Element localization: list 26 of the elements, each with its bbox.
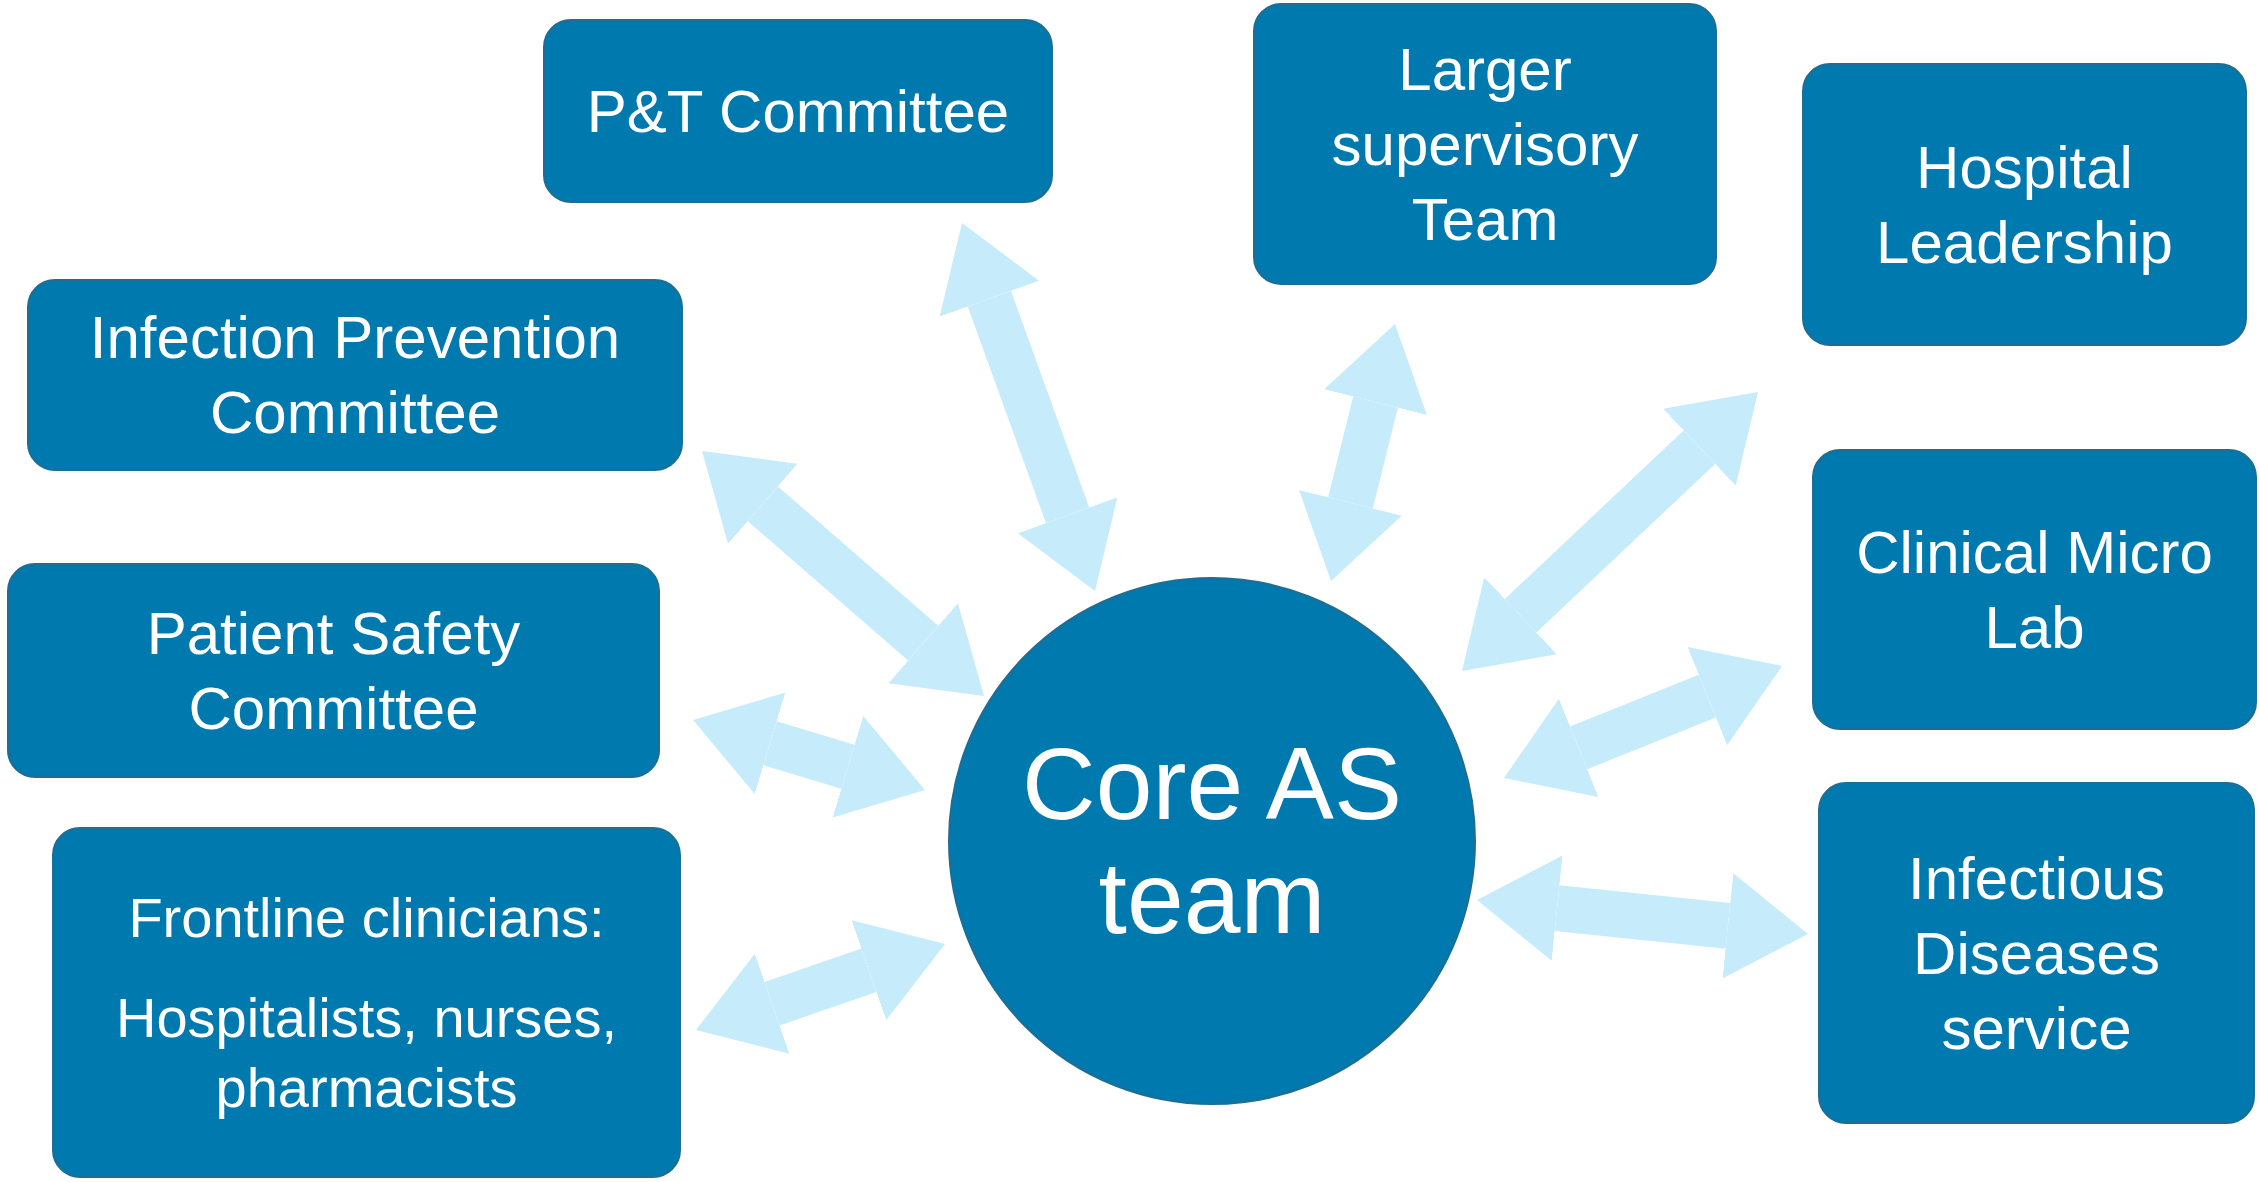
group-box	[543, 19, 1053, 203]
node-title: Infectious Diseases service	[1907, 843, 2166, 1064]
group-box	[52, 827, 681, 1178]
group-box	[1253, 3, 1717, 285]
double-arrow	[1462, 392, 1758, 671]
node-title: Core AS team	[1021, 726, 1403, 956]
node-title: Frontline clinicians:	[128, 884, 605, 951]
node-title: Infection Prevention Committee	[88, 303, 622, 448]
node-text: Hospitalists, nurses, pharmacists	[114, 984, 619, 1121]
group-box	[7, 563, 660, 778]
double-arrow	[939, 223, 1118, 591]
group-box	[1802, 63, 2247, 346]
double-arrow	[693, 692, 925, 818]
node-title: P&T Committee	[586, 76, 1010, 147]
group-box	[1818, 782, 2255, 1124]
node-title: Hospital Leadership	[1875, 132, 2174, 278]
group-box	[27, 279, 683, 471]
double-arrow	[696, 920, 945, 1054]
double-arrow	[702, 451, 984, 696]
node-title: Clinical Micro Lab	[1855, 517, 2214, 663]
node-title: Patient Safety Committee	[145, 598, 522, 744]
double-arrow	[1299, 324, 1427, 581]
group-box	[1812, 449, 2257, 730]
double-arrow	[1477, 855, 1808, 979]
double-arrow	[1504, 647, 1782, 797]
node-title: Larger supervisory Team	[1330, 34, 1640, 255]
